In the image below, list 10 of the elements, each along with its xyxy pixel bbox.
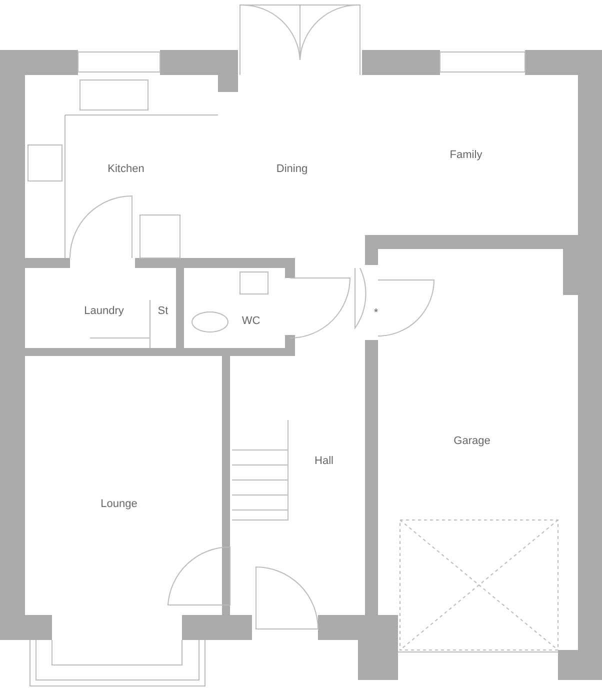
room-label: Dining	[276, 163, 308, 175]
room-label: Lounge	[100, 498, 138, 510]
room-label: Kitchen	[108, 163, 144, 175]
room-label: Garage	[454, 435, 490, 447]
room-label: WC	[242, 315, 260, 327]
room-label: Laundry	[84, 305, 124, 317]
room-label: *	[374, 307, 378, 319]
room-label: Hall	[314, 455, 334, 467]
room-label: St	[158, 305, 168, 317]
room-label: Family	[450, 149, 482, 161]
